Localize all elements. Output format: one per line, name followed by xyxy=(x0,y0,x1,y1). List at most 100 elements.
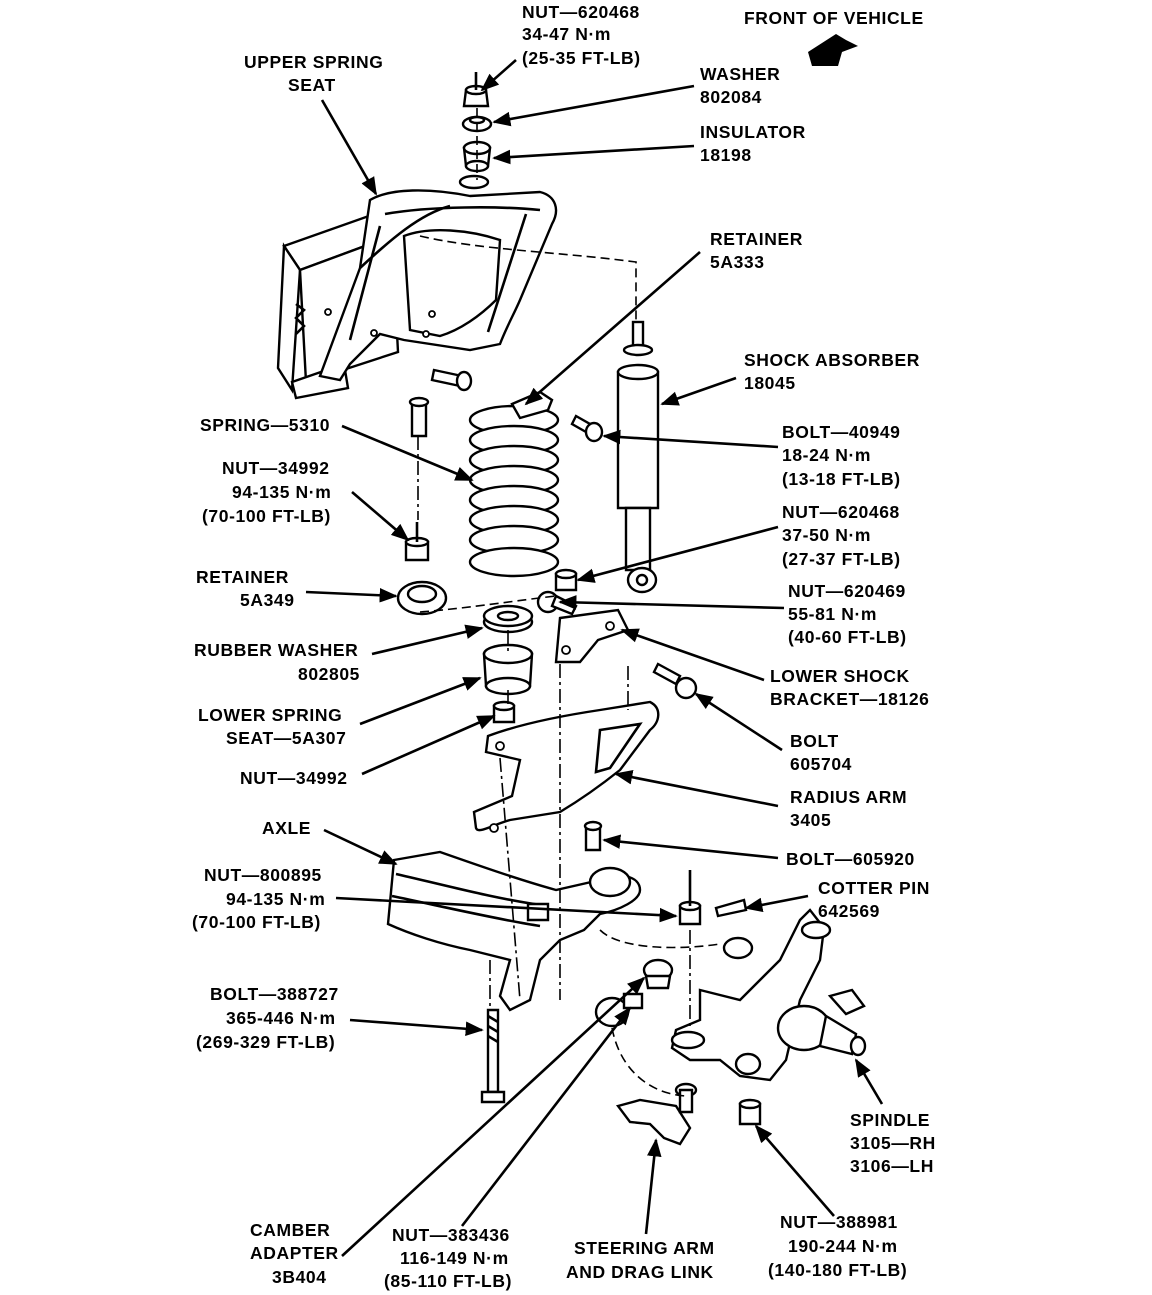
svg-text:BOLT—388727: BOLT—388727 xyxy=(210,984,339,1004)
label-nut-388981: NUT—388981 190-244 N·m (140-180 FT-LB) xyxy=(768,1212,907,1280)
svg-text:18-24 N·m: 18-24 N·m xyxy=(782,445,871,465)
axle-part xyxy=(386,850,642,1028)
label-retainer-5a349: RETAINER 5A349 xyxy=(196,567,295,610)
upper-spring-seat-part xyxy=(276,174,558,400)
nut-34992-upper-part xyxy=(404,522,430,562)
svg-text:BOLT—40949: BOLT—40949 xyxy=(782,422,901,442)
svg-text:SPINDLE: SPINDLE xyxy=(850,1110,930,1130)
bolt-605920-part xyxy=(583,820,603,852)
svg-text:NUT—800895: NUT—800895 xyxy=(204,865,322,885)
svg-text:BOLT: BOLT xyxy=(790,731,839,751)
coil-spring-part xyxy=(468,404,560,578)
svg-text:ADAPTER: ADAPTER xyxy=(250,1243,339,1263)
lower-shock-bracket-part xyxy=(554,608,630,664)
label-lower-shock-bracket: LOWER SHOCK BRACKET—18126 xyxy=(770,666,930,709)
front-of-vehicle-label: FRONT OF VEHICLE xyxy=(744,8,924,28)
shock-absorber-part xyxy=(616,320,660,594)
lower-spring-seat-part xyxy=(482,643,534,696)
svg-text:RUBBER WASHER: RUBBER WASHER xyxy=(194,640,358,660)
svg-text:3B404: 3B404 xyxy=(272,1267,327,1287)
label-bolt-605704: BOLT 605704 xyxy=(790,731,852,774)
svg-text:UPPER SPRING: UPPER SPRING xyxy=(244,52,383,72)
cotter-nut-part xyxy=(678,870,702,926)
svg-text:NUT—34992: NUT—34992 xyxy=(222,458,330,478)
svg-text:SEAT: SEAT xyxy=(288,75,336,95)
svg-text:605704: 605704 xyxy=(790,754,852,774)
svg-text:RADIUS ARM: RADIUS ARM xyxy=(790,787,907,807)
label-shock-absorber-18045: SHOCK ABSORBER 18045 xyxy=(744,350,920,393)
svg-text:AND DRAG LINK: AND DRAG LINK xyxy=(566,1262,714,1282)
svg-text:3106—LH: 3106—LH xyxy=(850,1156,934,1176)
svg-text:NUT—620468: NUT—620468 xyxy=(782,502,900,522)
label-bolt-40949: BOLT—40949 18-24 N·m (13-18 FT-LB) xyxy=(782,422,901,489)
top-nut-part xyxy=(462,72,490,108)
svg-text:3405: 3405 xyxy=(790,810,831,830)
nut-34992-lower-part xyxy=(492,700,516,724)
label-nut-383436: NUT—383436 116-149 N·m (85-110 FT-LB) xyxy=(384,1225,512,1291)
bolt-388727-part xyxy=(480,1008,506,1104)
svg-text:LOWER SHOCK: LOWER SHOCK xyxy=(770,666,910,686)
svg-text:18045: 18045 xyxy=(744,373,796,393)
svg-text:SEAT—5A307: SEAT—5A307 xyxy=(226,728,346,748)
label-rubber-washer-802805: RUBBER WASHER 802805 xyxy=(194,640,360,684)
svg-text:RETAINER: RETAINER xyxy=(196,567,289,587)
label-washer-802084: WASHER 802084 xyxy=(700,64,780,107)
bolt-605704-part xyxy=(652,662,698,700)
upper-seat-bolt-part xyxy=(408,368,473,438)
svg-text:BOLT—605920: BOLT—605920 xyxy=(786,849,915,869)
svg-text:37-50 N·m: 37-50 N·m xyxy=(782,525,871,545)
svg-text:(27-37 FT-LB): (27-37 FT-LB) xyxy=(782,549,901,569)
bolt-40949-part xyxy=(570,414,604,443)
svg-text:COTTER PIN: COTTER PIN xyxy=(818,878,930,898)
label-nut-620468-top: NUT—620468 34-47 N·m (25-35 FT-LB) xyxy=(522,2,641,68)
svg-text:5A349: 5A349 xyxy=(240,590,295,610)
svg-text:642569: 642569 xyxy=(818,901,880,921)
label-lower-spring-seat: LOWER SPRING SEAT—5A307 xyxy=(198,705,346,748)
retainer-5a349-part xyxy=(396,580,448,616)
svg-text:AXLE: AXLE xyxy=(262,818,311,838)
svg-text:190-244 N·m: 190-244 N·m xyxy=(788,1236,898,1256)
svg-text:94-135 N·m: 94-135 N·m xyxy=(226,889,325,909)
svg-text:802805: 802805 xyxy=(298,664,360,684)
svg-text:802084: 802084 xyxy=(700,87,762,107)
svg-text:(13-18 FT-LB): (13-18 FT-LB) xyxy=(782,469,901,489)
rubber-washer-part xyxy=(482,604,534,634)
svg-text:365-446 N·m: 365-446 N·m xyxy=(226,1008,336,1028)
svg-text:5A333: 5A333 xyxy=(710,252,765,272)
label-nut-34992-upper: NUT—34992 94-135 N·m (70-100 FT-LB) xyxy=(202,458,331,526)
svg-text:WASHER: WASHER xyxy=(700,64,780,84)
svg-text:NUT—383436: NUT—383436 xyxy=(392,1225,510,1245)
label-nut-620468-lower: NUT—620468 37-50 N·m (27-37 FT-LB) xyxy=(782,502,901,569)
front-direction-arrow-icon xyxy=(808,34,858,66)
svg-text:116-149 N·m: 116-149 N·m xyxy=(400,1248,509,1268)
label-axle: AXLE xyxy=(262,818,311,838)
svg-text:18198: 18198 xyxy=(700,145,752,165)
nut-800895-part xyxy=(526,902,550,922)
svg-text:(85-110 FT-LB): (85-110 FT-LB) xyxy=(384,1271,512,1291)
cotter-pin-part xyxy=(714,898,748,918)
svg-text:NUT—34992: NUT—34992 xyxy=(240,768,348,788)
svg-text:94-135 N·m: 94-135 N·m xyxy=(232,482,331,502)
svg-text:BRACKET—18126: BRACKET—18126 xyxy=(770,689,930,709)
svg-text:(25-35 FT-LB): (25-35 FT-LB) xyxy=(522,48,641,68)
svg-text:(269-329 FT-LB): (269-329 FT-LB) xyxy=(196,1032,335,1052)
label-nut-800895: NUT—800895 94-135 N·m (70-100 FT-LB) xyxy=(192,865,325,932)
label-insulator-18198: INSULATOR 18198 xyxy=(700,122,805,165)
svg-text:SPRING—5310: SPRING—5310 xyxy=(200,415,330,435)
nut-388981-part xyxy=(738,1098,762,1126)
svg-text:RETAINER: RETAINER xyxy=(710,229,803,249)
label-nut-34992-lower: NUT—34992 xyxy=(240,768,348,788)
svg-text:SHOCK ABSORBER: SHOCK ABSORBER xyxy=(744,350,920,370)
leader-lines xyxy=(305,59,884,1257)
nut-383436-part xyxy=(622,992,644,1010)
svg-text:STEERING ARM: STEERING ARM xyxy=(574,1238,715,1258)
label-cotter-pin-642569: COTTER PIN 642569 xyxy=(818,878,930,921)
label-retainer-5a333: RETAINER 5A333 xyxy=(710,229,803,272)
label-nut-620469: NUT—620469 55-81 N·m (40-60 FT-LB) xyxy=(788,581,907,647)
label-upper-spring-seat: UPPER SPRING SEAT xyxy=(244,52,383,95)
nut-620468-lower-part xyxy=(554,568,578,592)
svg-text:(40-60 FT-LB): (40-60 FT-LB) xyxy=(788,627,907,647)
steering-arm-part xyxy=(615,1082,698,1146)
svg-text:(70-100 FT-LB): (70-100 FT-LB) xyxy=(192,912,321,932)
